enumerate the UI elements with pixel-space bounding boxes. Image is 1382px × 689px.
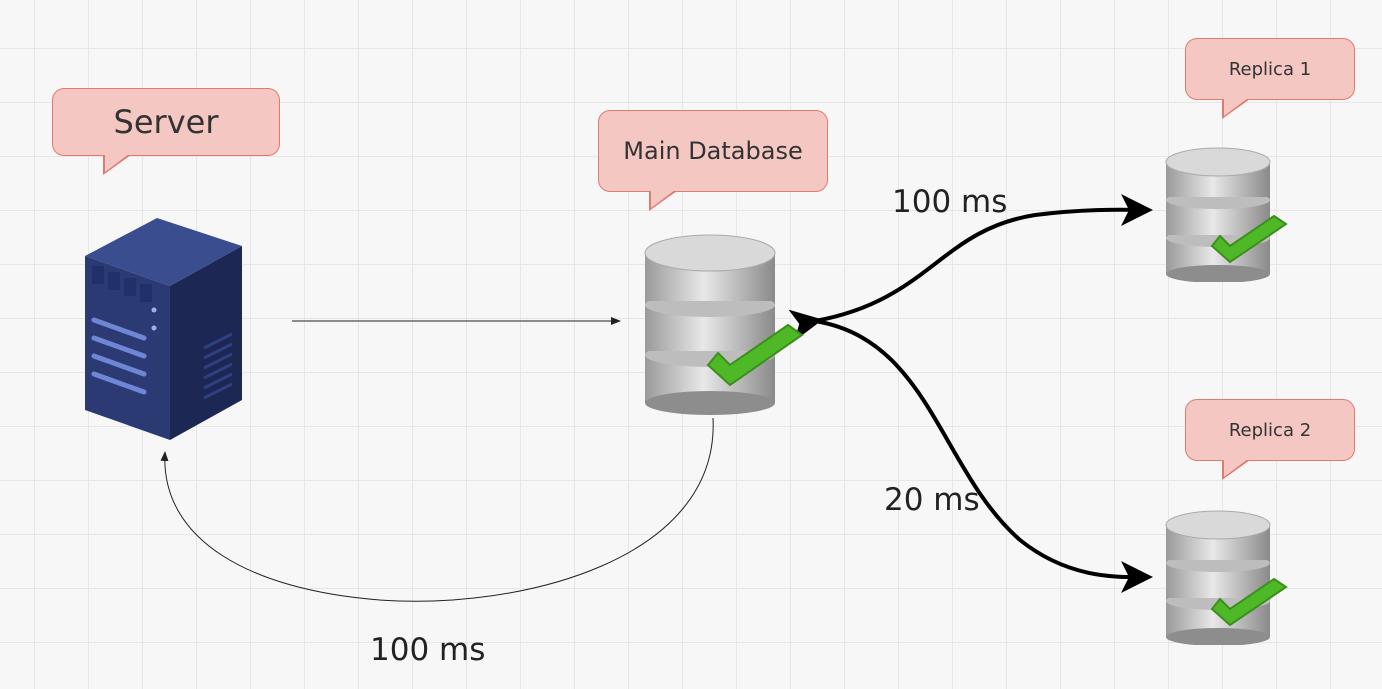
replica2-label-bubble: Replica 2: [1185, 399, 1355, 480]
db-replica2-arrow: [814, 319, 1153, 594]
replica2-database-icon: [1165, 510, 1288, 645]
main-database-icon: [644, 234, 804, 415]
main-database-label-bubble: Main Database: [598, 110, 828, 211]
check-icon: [706, 323, 804, 387]
server-latency-label: 100 ms: [370, 632, 486, 668]
replica1-label-bubble: Replica 1: [1185, 38, 1355, 119]
server-icon: [85, 218, 242, 440]
db-to-server-arrow: [160, 417, 714, 602]
replica1-latency-label: 100 ms: [892, 184, 1008, 220]
check-icon: [1210, 214, 1288, 264]
server-label: Server: [113, 103, 219, 141]
server-label-bubble: Server: [52, 88, 280, 175]
replica1-label: Replica 1: [1228, 58, 1312, 80]
replica2-label: Replica 2: [1228, 419, 1312, 441]
check-icon: [1210, 577, 1288, 627]
main-database-label: Main Database: [623, 137, 803, 165]
replica1-database-icon: [1165, 147, 1288, 282]
replica2-latency-label: 20 ms: [884, 482, 980, 518]
db-replica1-arrow: [788, 193, 1153, 342]
